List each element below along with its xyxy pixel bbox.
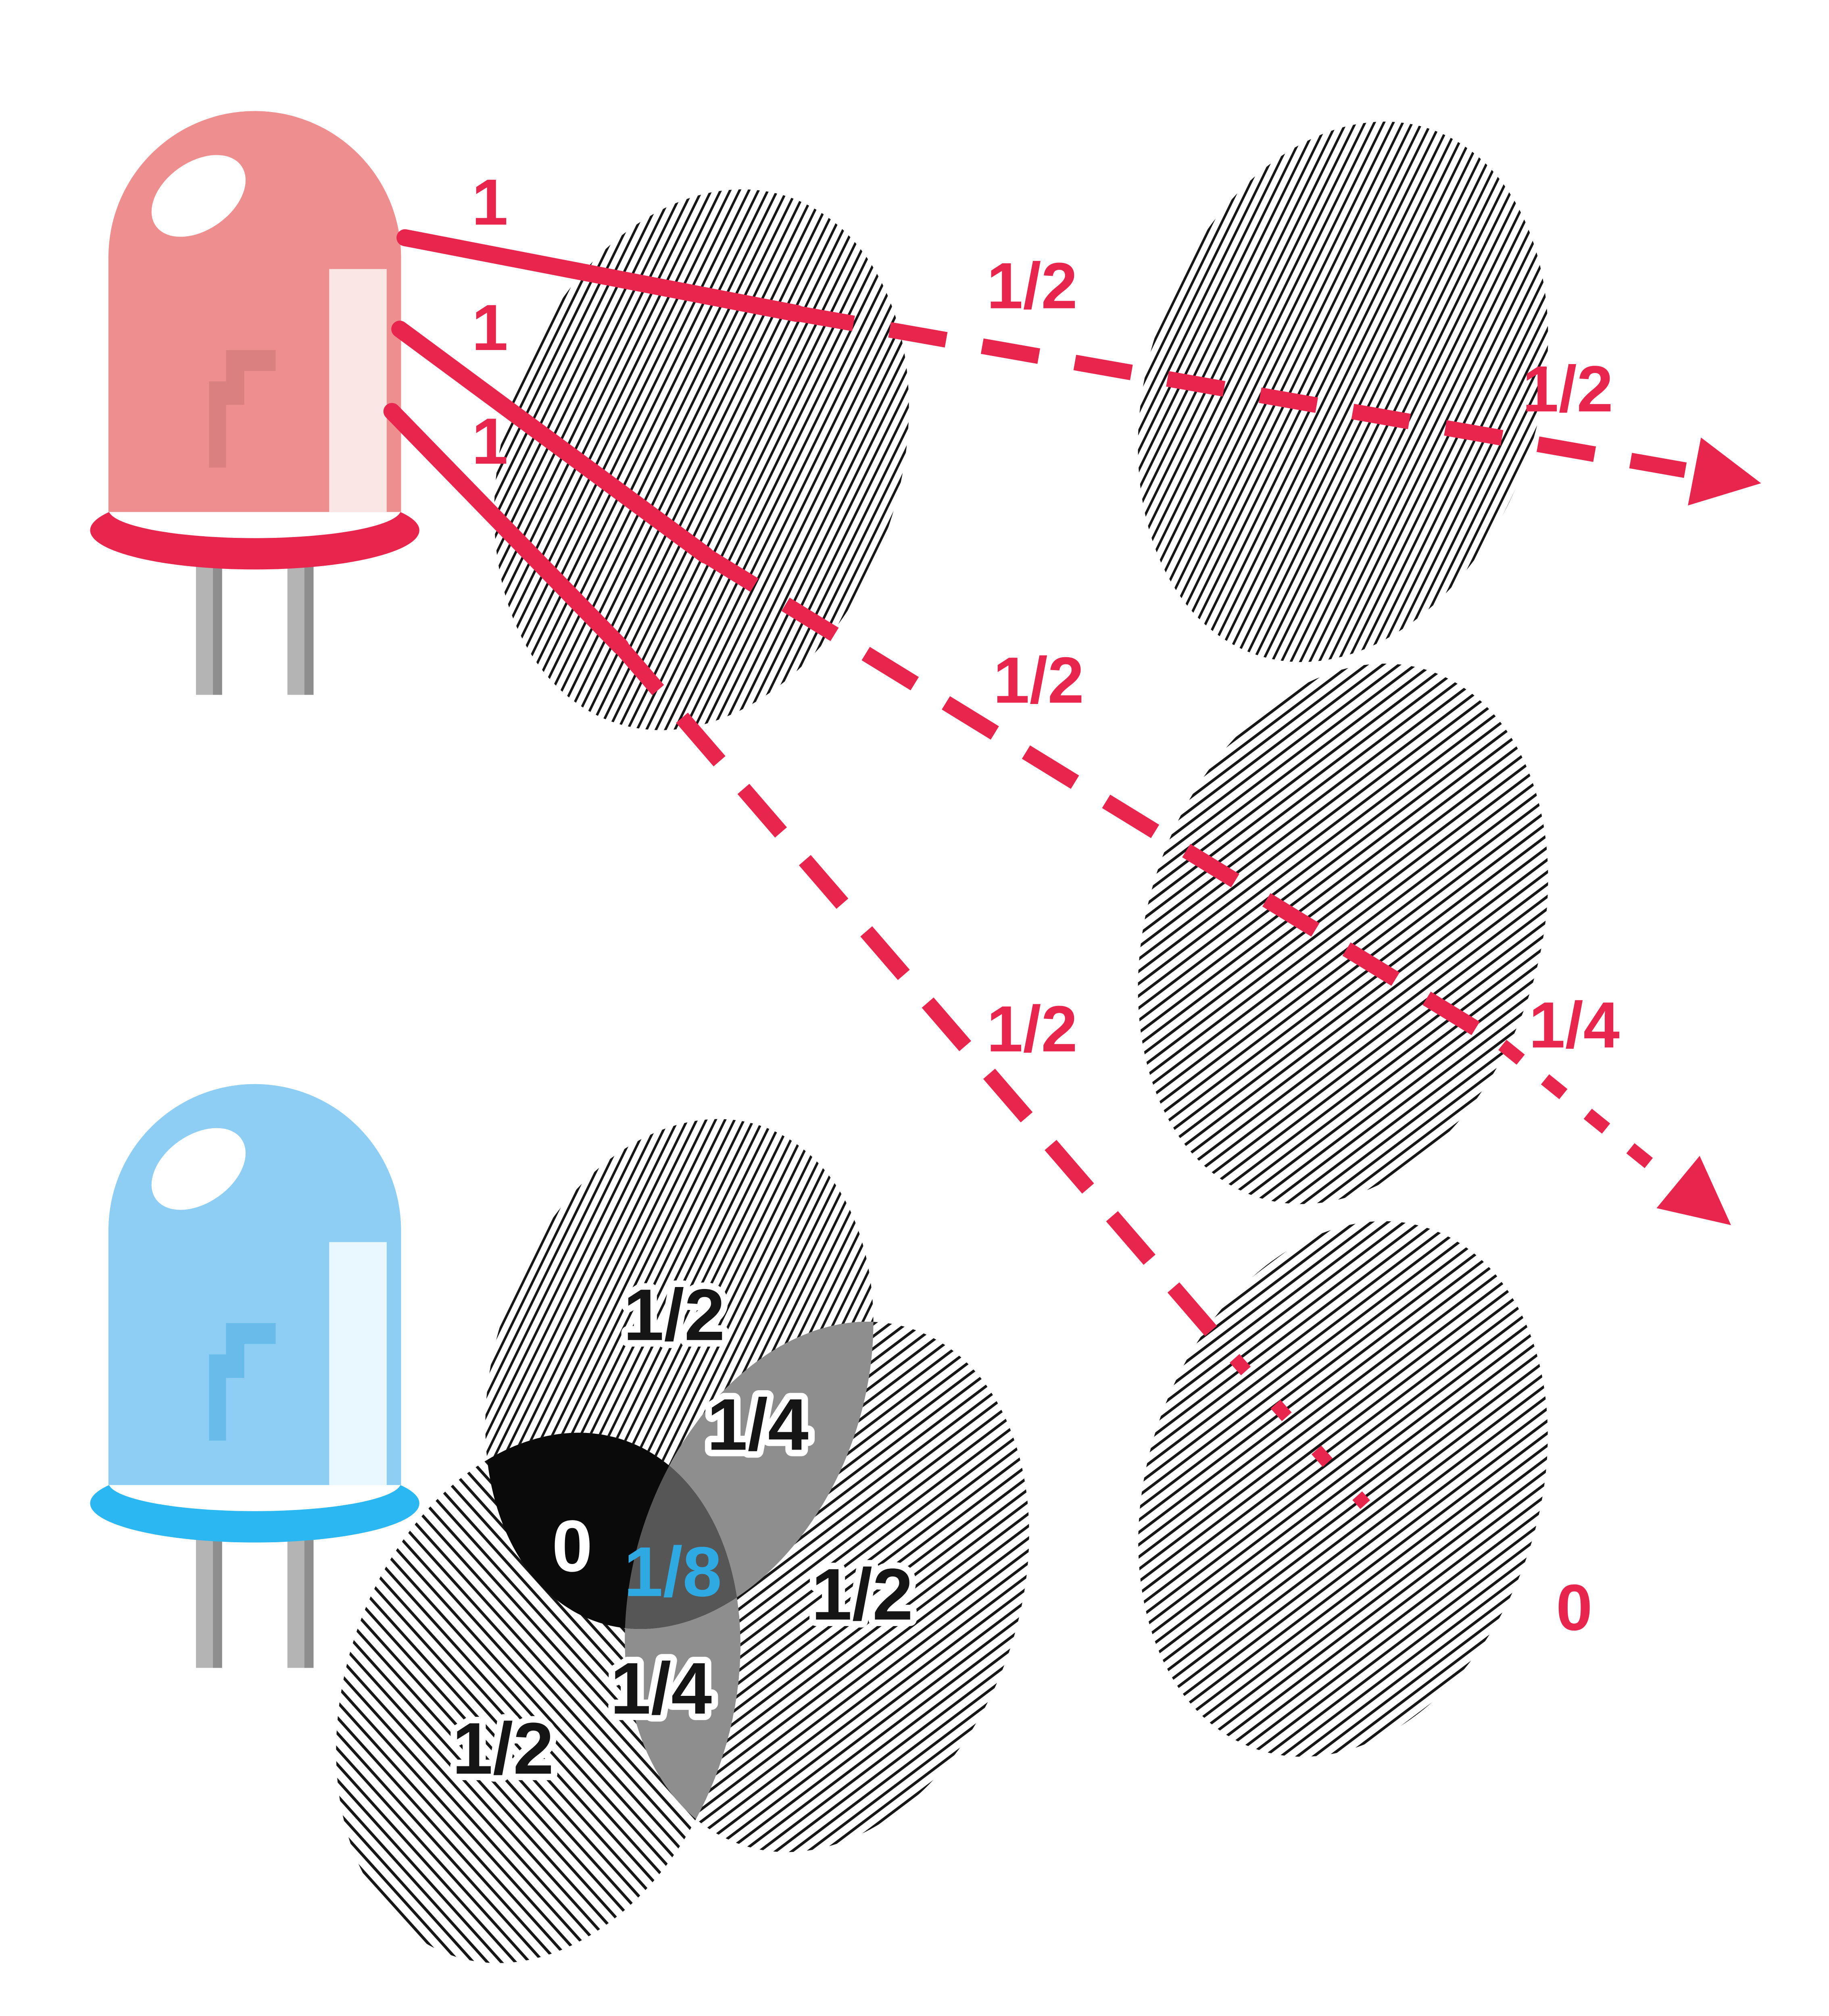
light-rays [383,229,1761,1509]
red-led-highlight [151,155,246,237]
red-led [90,111,419,695]
red-led-electrode-post [209,381,226,468]
red-led-electrode-anvil [226,350,276,405]
label-cluster-top: 1/2 [623,1275,725,1356]
red-led-leg-right-shade [304,561,314,695]
ray-middle-solid [391,321,714,564]
blue-led-electrode-post [209,1354,226,1441]
label-source-top: 1 [472,166,508,239]
label-ray-middle-half: 1/2 [993,644,1084,717]
blue-led-leg-left-shade [213,1535,222,1668]
label-ray-bottom-exit: 0 [1556,1571,1592,1644]
red-led-inner-panel [329,269,387,512]
polarizer-3-diagonal [1138,663,1548,1204]
polarizer-1-vertical [494,189,909,730]
label-ray-bottom-half: 1/2 [986,993,1077,1066]
label-cluster-triple: 1/8 [624,1533,722,1611]
ray-top-solid [396,229,806,322]
ray-top-dashed [795,306,1687,478]
label-cluster-upper-overlap: 1/4 [707,1384,809,1466]
label-ray-top-half: 1/2 [986,249,1077,322]
label-cluster-right: 1/2 [811,1554,913,1635]
blue-led-electrode-anvil [226,1323,276,1378]
blue-led-highlight [151,1128,246,1210]
blue-led [90,1084,419,1668]
ray-middle-dashed [701,548,1507,1052]
label-source-middle: 1 [472,291,508,364]
three-filter-overlap [336,1119,1029,1963]
ray-middle-dashed-attenuated [1498,1039,1677,1187]
labels: 1 1 1 1/2 1/2 1/2 1/4 1/2 0 1/2 1/4 0 1/… [446,166,1620,1796]
polarizer-2-vertical [1138,121,1548,662]
ray-bottom-solid [383,403,629,655]
label-cluster-crossed: 0 [552,1506,592,1587]
blue-led-inner-panel [329,1242,387,1485]
red-led-leg-left-shade [213,561,222,695]
label-source-bottom: 1 [472,405,508,478]
label-cluster-lower-overlap: 1/4 [610,1648,712,1729]
label-cluster-left: 1/2 [452,1708,554,1789]
ray-top-arrowhead [1688,437,1761,506]
blue-led-leg-right-shade [304,1535,314,1668]
ray-middle-arrowhead [1656,1156,1731,1225]
label-ray-middle-exit: 1/4 [1529,989,1620,1062]
polarizer-filters [494,121,1548,1757]
label-ray-top-exit: 1/2 [1522,352,1613,425]
ray-bottom-dashed [614,641,1241,1364]
polarizer-4-diagonal [1138,1221,1548,1757]
